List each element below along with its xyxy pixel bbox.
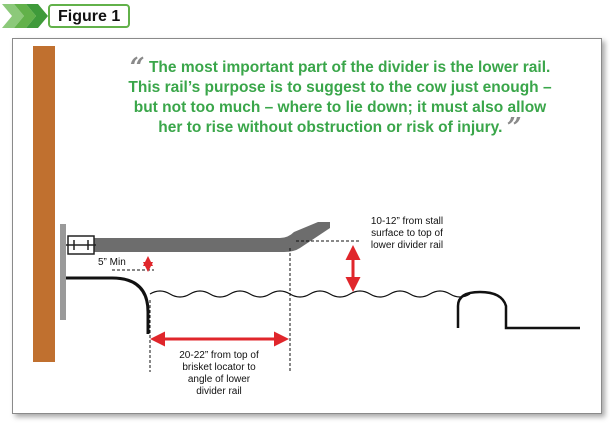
brisket-locator — [66, 276, 150, 334]
pull-quote: “ The most important part of the divider… — [120, 55, 560, 141]
figure-header: Figure 1 — [0, 0, 140, 30]
rail-height-line-1: 10-12” from stall — [370, 216, 444, 227]
distance-line-1: 20-22” from top of — [179, 350, 259, 361]
rail-height-line-2: surface to top of — [371, 228, 443, 239]
rail-height-label: 10-12” from stall surface to top of lowe… — [352, 216, 462, 252]
mounting-plate — [60, 224, 66, 320]
distance-label: 20-22” from top of brisket locator to an… — [166, 350, 272, 398]
figure-panel — [12, 38, 602, 414]
stall-surface — [149, 290, 471, 298]
figure-title-box: Figure 1 — [48, 4, 130, 28]
rail-height-line-3: lower divider rail — [370, 240, 444, 251]
stall-curb — [456, 290, 580, 330]
chevron-icon — [2, 4, 48, 28]
open-quote-mark: “ — [129, 53, 145, 83]
distance-line-4: divider rail — [196, 386, 242, 397]
distance-line-3: angle of lower — [187, 374, 251, 385]
quote-text: The most important part of the divider i… — [128, 59, 552, 136]
distance-line-2: brisket locator to — [182, 362, 256, 373]
wooden-post — [33, 46, 55, 362]
min-clearance-label: 5” Min — [98, 257, 126, 268]
figure-title: Figure 1 — [58, 8, 121, 25]
divider-rail — [68, 222, 330, 252]
close-quote-mark: ” — [506, 113, 522, 143]
